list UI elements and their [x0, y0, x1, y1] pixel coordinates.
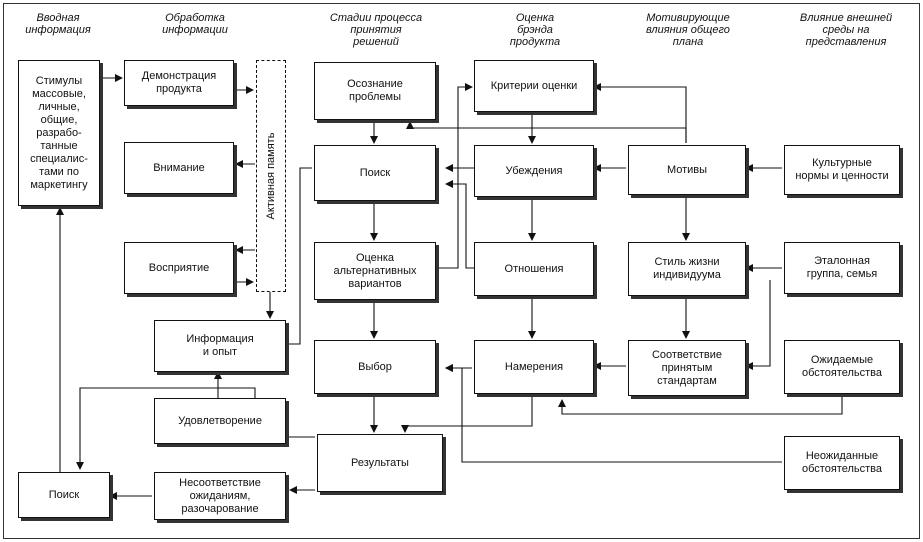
arrow-info-search — [286, 167, 312, 345]
box-intentions: Намерения — [474, 340, 594, 394]
arrow-unexpected-choice — [445, 364, 782, 463]
arrow-alternatives-criteria — [436, 83, 473, 269]
arrow-motives-criteria — [593, 83, 687, 143]
box-satisfaction: Удовлетворение — [154, 398, 286, 444]
header-brand: Оценка брэнда продукта — [509, 12, 561, 48]
box-stimuli: Стимулы массовые, личные, общие, разрабо… — [18, 60, 100, 206]
box-cultural: Культурные нормы и ценности — [784, 145, 900, 195]
active-memory-box — [256, 60, 286, 292]
box-unexpected: Неожиданные обстоятельства — [784, 436, 900, 490]
box-results: Результаты — [317, 434, 443, 492]
box-lifestyle: Стиль жизни индивидуума — [628, 242, 746, 296]
box-criteria: Критерии оценки — [474, 60, 594, 112]
box-mismatch: Несоответствие ожиданиям, разочарование — [154, 472, 286, 520]
header-environment: Влияние внешней среды на представления — [799, 12, 893, 48]
box-motives: Мотивы — [628, 145, 746, 195]
arrow-intentions-results — [401, 396, 533, 433]
header-input: Вводная информация — [25, 12, 91, 36]
arrow-attitudes-search — [445, 180, 474, 269]
active-memory-label: Активная память — [265, 132, 277, 220]
box-beliefs: Убеждения — [474, 145, 594, 197]
box-demo: Демонстрация продукта — [124, 60, 234, 106]
box-awareness: Осознание проблемы — [314, 62, 436, 120]
box-search-bottom: Поиск — [18, 472, 110, 518]
arrow-expected-intentions — [558, 396, 843, 415]
arrow-reference-conformity — [745, 280, 771, 370]
box-conformity: Соответствие принятым стандартам — [628, 340, 746, 396]
box-expected: Ожидаемые обстоятельства — [784, 340, 900, 394]
header-stages: Стадии процесса принятия решений — [329, 12, 423, 48]
header-processing: Обработка информации — [162, 12, 228, 36]
arrow-motives-awareness — [406, 121, 687, 143]
box-perception: Восприятие — [124, 242, 234, 294]
box-info-experience: Информация и опыт — [154, 320, 286, 372]
box-reference: Эталонная группа, семья — [784, 242, 900, 294]
box-attention: Внимание — [124, 142, 234, 194]
box-attitudes: Отношения — [474, 242, 594, 296]
box-alternatives: Оценка альтернативных вариантов — [314, 242, 436, 300]
box-search: Поиск — [314, 145, 436, 201]
header-motivating: Мотивирующие влияния общего плана — [646, 12, 730, 48]
box-choice: Выбор — [314, 340, 436, 394]
